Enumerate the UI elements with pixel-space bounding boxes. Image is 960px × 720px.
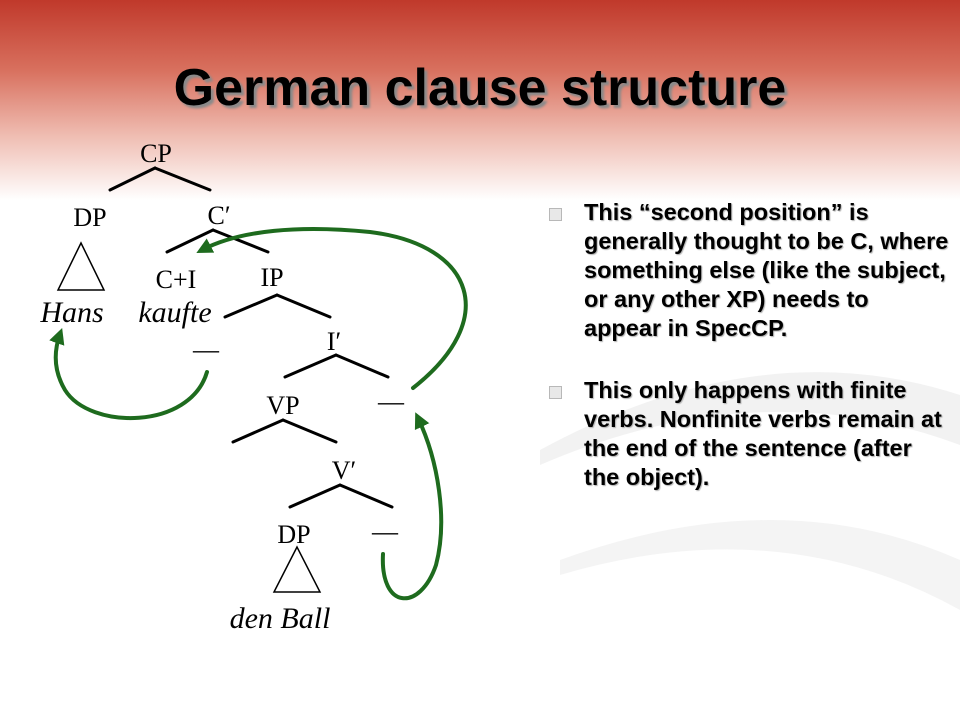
trace-v-head: — [371,517,399,546]
arrow-subject-to-speccp [49,327,209,421]
branch-vbar-dp [288,483,342,509]
branch-vp-vbar [281,418,338,444]
branch-ibar-i [334,353,390,379]
branch-cbar-ip [211,228,270,254]
branch-vbar-v [338,483,394,509]
node-c-bar: C′ [207,201,230,230]
trace-spec-ip: — [192,335,220,364]
word-den-ball: den Ball [230,602,331,635]
node-ip: IP [260,263,283,292]
bullet-list: This “second position” is generally thou… [545,198,950,525]
slide-title: German clause structure [173,59,787,117]
bullet-item: This only happens with finite verbs. Non… [545,376,950,492]
node-dp-spec: DP [73,203,106,232]
bullet-item: This “second position” is generally thou… [545,198,950,343]
node-vp: VP [266,391,299,420]
branch-ibar-vp [283,353,338,379]
bullet-text: This only happens with finite verbs. Non… [584,377,942,490]
tree-branches [108,166,394,509]
node-cp: CP [140,139,172,168]
triangle-dp-obj [272,545,322,593]
trace-i-head: — [377,387,405,416]
node-c-head: C+I [156,265,197,294]
square-bullet-icon [549,208,562,221]
word-hans: Hans [39,296,103,329]
branch-vp-spec [231,418,285,444]
triangle-dp-spec [56,241,106,291]
word-kaufte: kaufte [138,296,211,329]
branch-ip-spec [223,293,279,319]
node-v-bar: V′ [332,456,356,485]
arrow-v-to-i [380,412,444,601]
arrow-i-to-c [196,227,468,390]
branch-cp-cbar [153,166,212,192]
branch-cbar-c [165,228,215,254]
branch-cp-dp [108,166,157,192]
branch-ip-ibar [275,293,332,319]
node-i-bar: I′ [327,327,341,356]
square-bullet-icon [549,386,562,399]
bullet-text: This “second position” is generally thou… [584,199,949,341]
node-dp-obj: DP [277,520,310,549]
